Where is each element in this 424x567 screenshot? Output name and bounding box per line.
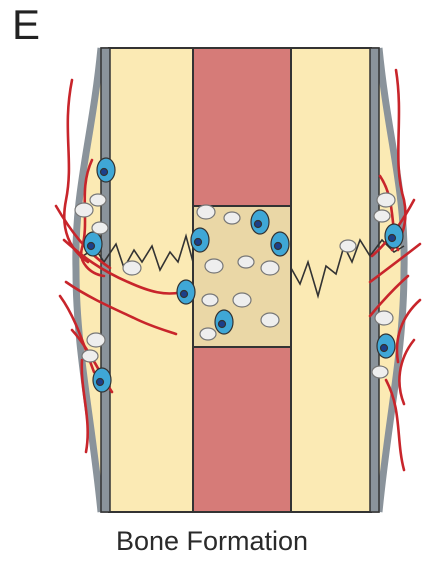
marrow-bottom — [193, 347, 291, 512]
callus-matrix — [193, 206, 291, 347]
bone-outer-edge-left — [101, 48, 110, 512]
marrow-top — [193, 48, 291, 206]
cortical-bone-right — [291, 48, 371, 512]
caption: Bone Formation — [0, 526, 424, 557]
